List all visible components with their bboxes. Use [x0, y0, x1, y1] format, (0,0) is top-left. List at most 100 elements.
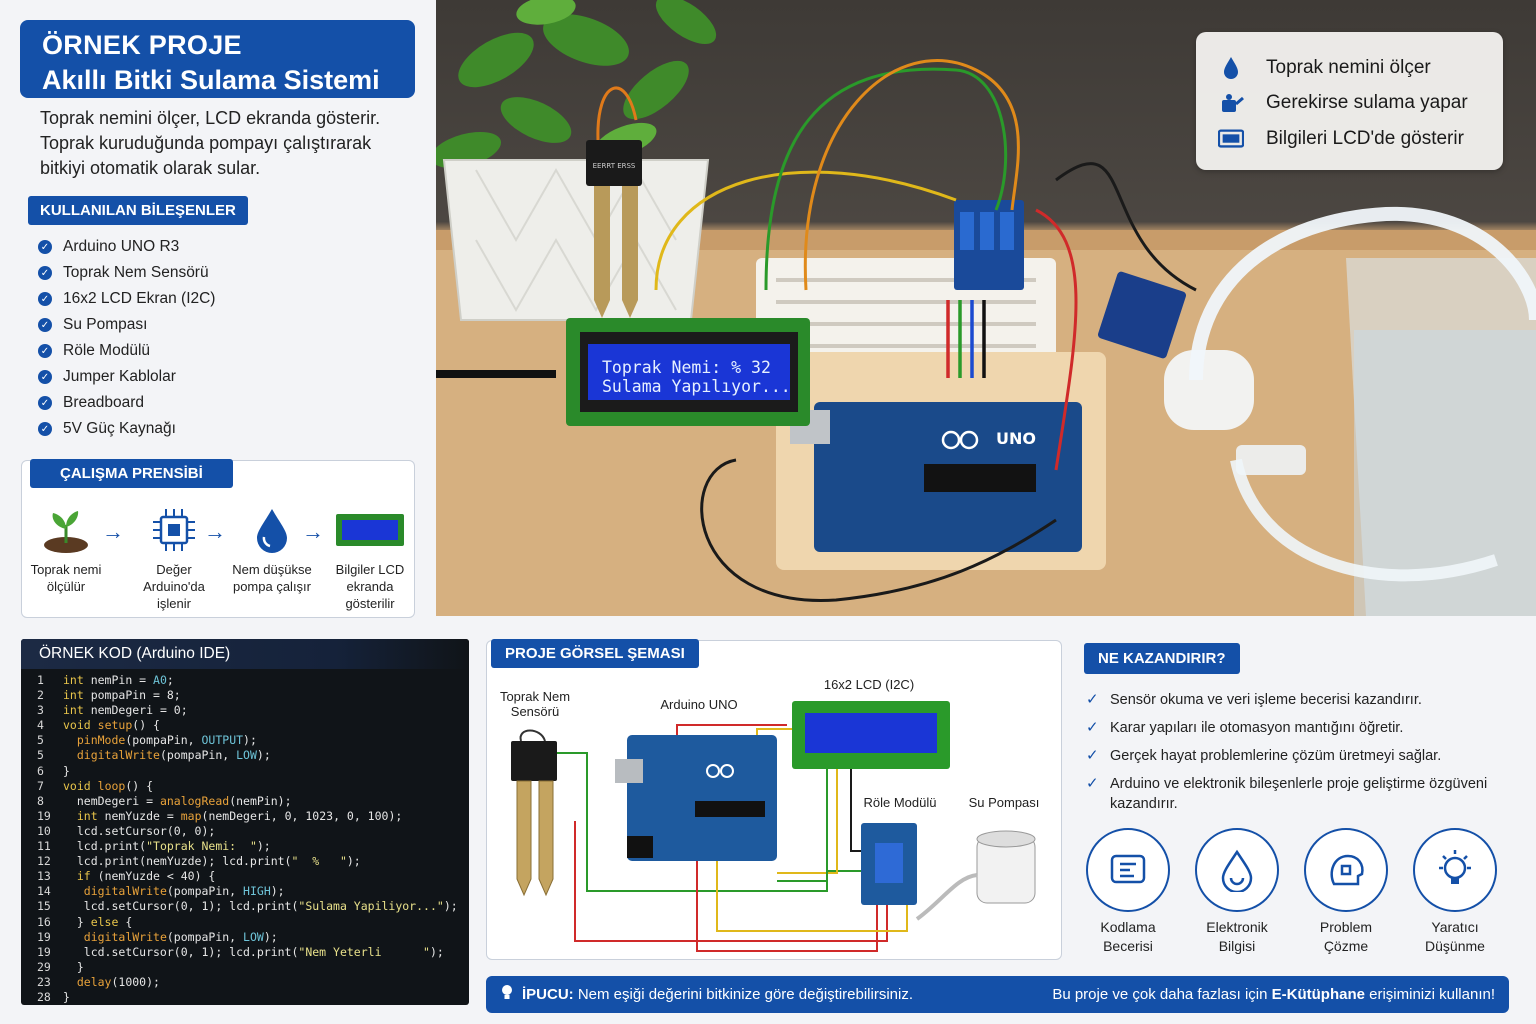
electronics-icon: [1195, 828, 1279, 912]
code-text: digitalWrite(pompaPin, LOW);: [83, 929, 278, 944]
line-number: 3: [37, 703, 44, 718]
principle-heading: ÇALIŞMA PRENSİBİ: [30, 459, 233, 488]
line-number: 10: [37, 823, 51, 838]
line-number: 11: [37, 839, 51, 854]
code-heading: ÖRNEK KOD (Arduino IDE): [21, 639, 469, 669]
code-line: 8 nemDegeri = analogRead(nemPin);: [21, 794, 469, 809]
code-line: 23 delay(1000);: [21, 975, 469, 990]
code-line: 14 digitalWrite(pompaPin, HIGH);: [21, 884, 469, 899]
line-number: 8: [37, 793, 44, 808]
monitor-icon: [1218, 128, 1244, 150]
check-icon: ✓: [38, 240, 52, 254]
line-number: 4: [37, 718, 44, 733]
schema-label-relay: Röle Modülü: [863, 795, 937, 810]
check-icon: ✓: [38, 266, 52, 280]
check-icon: ✓: [38, 318, 52, 332]
schema-heading: PROJE GÖRSEL ŞEMASI: [491, 639, 699, 668]
tip-text: Nem eşiği değerini bitkinize göre değişt…: [577, 986, 913, 1003]
line-number: 15: [37, 899, 51, 914]
tip-banner: İPUCU: Nem eşiği değerini bitkinize göre…: [486, 976, 1509, 1013]
code-text: lcd.print("Toprak Nemi: ");: [63, 839, 271, 854]
check-icon: ✓: [38, 370, 52, 384]
code-line: 4 void setup() {: [21, 718, 469, 733]
code-text: }: [63, 763, 70, 778]
skill-item: Kodlama Becerisi: [1086, 828, 1170, 956]
line-number: 5: [37, 748, 44, 763]
components-heading: KULLANILAN BİLEŞENLER: [28, 196, 248, 225]
project-photo: EERRT ERSS UNO Toprak Nemi: % 32 Sulama …: [436, 0, 1536, 616]
library-note: Bu proje ve çok daha fazlası için E-Kütü…: [1052, 986, 1495, 1003]
line-number: 2: [37, 688, 44, 703]
code-text: } else {: [63, 914, 133, 929]
list-item: ✓Toprak Nem Sensörü: [38, 260, 215, 286]
list-item: ✓Arduino UNO R3: [38, 234, 215, 260]
principle-step: Bilgiler LCD ekranda gösterilir: [328, 505, 412, 612]
code-text: }: [63, 989, 70, 1004]
line-number: 14: [37, 884, 51, 899]
list-item: ✓Gerçek hayat problemlerine çözüm üretme…: [1086, 747, 1442, 764]
check-icon: ✓: [38, 422, 52, 436]
code-line: 19 lcd.setCursor(0, 1); lcd.print("Nem Y…: [21, 945, 469, 960]
sprout-icon: [24, 505, 108, 555]
tip-label: İPUCU:: [522, 986, 574, 1003]
code-text: digitalWrite(pompaPin, LOW);: [76, 748, 271, 763]
code-text: lcd.print(nemYuzde); lcd.print(" % ");: [63, 854, 361, 869]
sensor-board-label: EERRT ERSS: [593, 162, 636, 170]
line-number: 29: [37, 959, 51, 974]
board-label: UNO: [996, 429, 1036, 448]
code-text: void setup() {: [63, 718, 160, 733]
line-number: 6: [37, 763, 44, 778]
line-number: 19: [37, 944, 51, 959]
code-line: 13 if (nemYuzde < 40) {: [21, 869, 469, 884]
lcd-line-1: Toprak Nemi: % 32: [602, 358, 771, 377]
library-link[interactable]: E-Kütüphane: [1271, 986, 1365, 1003]
arrow-right-icon: →: [102, 519, 124, 544]
line-number: 19: [37, 929, 51, 944]
lcd-line-2: Sulama Yapılıyor...: [602, 377, 791, 396]
lightbulb-icon: [1413, 828, 1497, 912]
code-text: void loop() {: [63, 778, 154, 793]
code-text: int nemDegeri = 0;: [63, 703, 188, 718]
code-text: pinMode(pompaPin, OUTPUT);: [76, 733, 257, 748]
page-title: Akıllı Bitki Sulama Sistemi: [42, 65, 380, 95]
principle-step: Değer Arduino'da işlenir: [132, 505, 216, 612]
skill-item: Elektronik Bilgisi: [1195, 828, 1279, 956]
line-number: 5: [37, 733, 44, 748]
code-line: 19 int nemYuzde = map(nemDegeri, 0, 1023…: [21, 809, 469, 824]
list-item: ✓5V Güç Kaynağı: [38, 416, 215, 442]
list-item: ✓Sensör okuma ve veri işleme becerisi ka…: [1086, 691, 1422, 708]
hardware-illustration: EERRT ERSS UNO Toprak Nemi: % 32 Sulama …: [436, 0, 1536, 616]
code-text: delay(1000);: [76, 974, 160, 989]
schema-label-pump: Su Pompası: [968, 795, 1040, 810]
principle-step: Toprak nemi ölçülür: [24, 505, 108, 595]
list-item: ✓Breadboard: [38, 390, 215, 416]
code-line: 28}: [21, 990, 469, 1005]
list-item: ✓16x2 LCD Ekran (I2C): [38, 286, 215, 312]
line-number: 23: [37, 974, 51, 989]
code-line: 11 lcd.print("Toprak Nemi: ");: [21, 839, 469, 854]
list-item: ✓Arduino ve elektronik bileşenlerle proj…: [1086, 775, 1488, 812]
code-text: int nemPin = A0;: [63, 673, 174, 687]
project-tag: ÖRNEK PROJE: [42, 30, 242, 60]
line-number: 16: [37, 914, 51, 929]
list-item: ✓Karar yapıları ile otomasyon mantığını …: [1086, 719, 1404, 736]
benefits-list: ✓Sensör okuma ve veri işleme becerisi ka…: [1086, 690, 1506, 822]
feature-item: Gerekirse sulama yapar: [1218, 86, 1503, 122]
code-line: 3 int nemDegeri = 0;: [21, 703, 469, 718]
check-icon: ✓: [38, 396, 52, 410]
intro-text: Toprak nemini ölçer, LCD ekranda gösteri…: [40, 108, 381, 178]
feature-item: Toprak nemini ölçer: [1218, 50, 1503, 86]
wiring-diagram: [511, 701, 1036, 952]
code-text: nemDegeri = analogRead(nemPin);: [63, 793, 292, 808]
watering-can-icon: [1218, 92, 1244, 114]
code-text: int pompaPin = 8;: [63, 688, 181, 703]
check-icon: ✓: [1086, 747, 1099, 764]
code-text: int nemYuzde = map(nemDegeri, 0, 1023, 0…: [76, 808, 403, 823]
principle-step: Nem düşükse pompa çalışır: [230, 505, 314, 595]
schema-label-arduino: Arduino UNO: [660, 697, 738, 712]
water-drop-icon: [230, 505, 314, 555]
line-number: 28: [37, 989, 51, 1004]
code-editor[interactable]: 1 int nemPin = A0; 2 int pompaPin = 8; 3 int …: [21, 669, 469, 1005]
line-number: 1: [37, 673, 44, 687]
